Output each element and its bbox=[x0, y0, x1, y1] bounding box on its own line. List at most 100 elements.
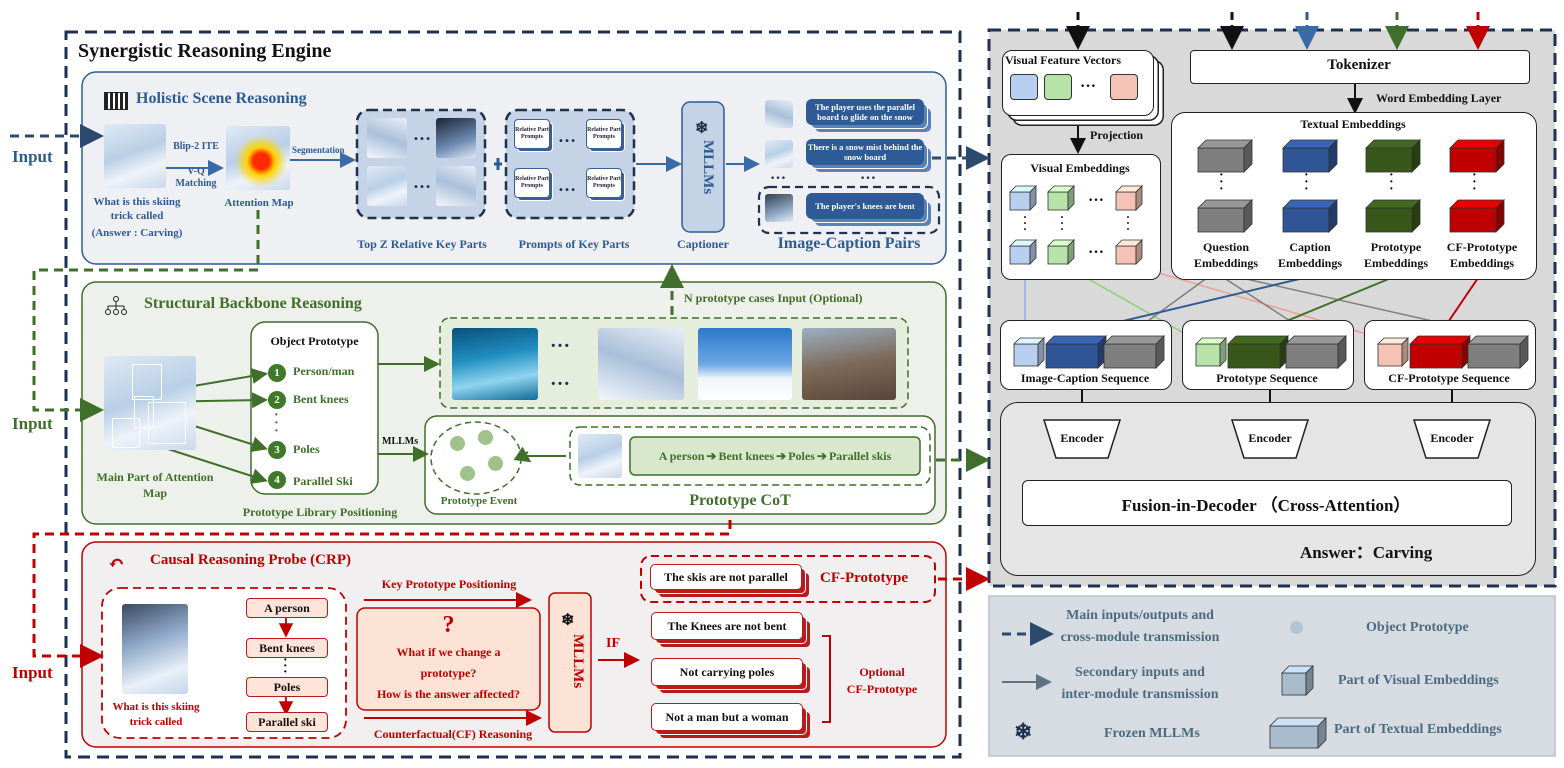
tokenizer-label: Tokenizer bbox=[1327, 57, 1391, 73]
prototype-item: Bent knees bbox=[293, 392, 349, 406]
prompts-label: Prompts of Key Parts bbox=[518, 237, 630, 251]
caption-card: The player uses the parallel board to gl… bbox=[806, 99, 924, 125]
whatif-line3: How is the answer affected? bbox=[376, 687, 521, 701]
object-prototype-dot bbox=[488, 456, 503, 471]
prototype-event-label: Prototype Event bbox=[440, 495, 518, 507]
feature-vector bbox=[1010, 74, 1038, 100]
fusion-box bbox=[1022, 480, 1512, 526]
hierarchy-icon bbox=[104, 296, 128, 316]
attention-map-image bbox=[226, 126, 290, 190]
feature-vector bbox=[1044, 74, 1072, 100]
prototype-number: 2 bbox=[268, 391, 286, 409]
map-label: Map bbox=[143, 486, 167, 500]
input-label-structural: Input bbox=[12, 414, 53, 433]
embed-label-line: Caption bbox=[1289, 240, 1331, 254]
prototype-case-image bbox=[698, 328, 792, 400]
encoder-label: Encoder bbox=[1430, 431, 1474, 445]
word-embedding-label: Word Embedding Layer bbox=[1376, 91, 1502, 105]
prompt-card: Relative Part Prompts bbox=[514, 119, 550, 149]
arrow-right-icon: ➔ bbox=[816, 448, 827, 463]
encoder-label: Encoder bbox=[1060, 431, 1104, 445]
optional-label-line1: Optional bbox=[859, 665, 905, 679]
cot-thumb bbox=[578, 434, 622, 478]
pair-thumb bbox=[765, 140, 793, 168]
causal-input-photo bbox=[122, 604, 188, 694]
prototype-item: Poles bbox=[293, 442, 320, 456]
main-part-image bbox=[104, 356, 196, 450]
legend-secondary-line2: inter-module transmission bbox=[1061, 687, 1219, 702]
attention-map-label: Attention Map bbox=[224, 197, 294, 209]
encoder-shapes bbox=[1042, 419, 1492, 459]
caption-card: The player's knees are bent bbox=[806, 193, 924, 219]
key-part-image bbox=[367, 118, 407, 158]
prototype-case-image bbox=[802, 328, 896, 400]
encoder-label: Encoder bbox=[1248, 431, 1292, 445]
ellipsis-vertical: ··· bbox=[1304, 168, 1309, 197]
legend-main-line2: cross-module transmission bbox=[1060, 630, 1220, 645]
if-label: IF bbox=[606, 636, 620, 651]
embed-label-line: CF-Prototype bbox=[1446, 240, 1518, 254]
input-label-causal: Input bbox=[12, 663, 53, 682]
answer-text: (Answer : Carving) bbox=[91, 227, 183, 239]
causal-chain-item: Parallel ski bbox=[246, 712, 328, 732]
optional-cf-card: Not a man but a woman bbox=[651, 703, 803, 731]
question-mark-icon: ? bbox=[442, 612, 455, 638]
embed-label-line: Prototype bbox=[1370, 240, 1422, 254]
prototype-item: Person/man bbox=[293, 364, 355, 378]
arrow-right-icon: ➔ bbox=[776, 448, 787, 463]
optional-cf-card: The Knees are not bent bbox=[651, 612, 803, 640]
cot-step: Parallel skis bbox=[828, 448, 892, 463]
whatif-line1: What if we change a bbox=[396, 645, 501, 659]
library-label: Prototype Library Positioning bbox=[242, 505, 398, 519]
arrow-right-icon: ➔ bbox=[706, 448, 717, 463]
frozen-icon: ❄ bbox=[695, 120, 709, 137]
ellipsis: … bbox=[1088, 188, 1104, 205]
prototype-number: 4 bbox=[268, 471, 286, 489]
holistic-title: Holistic Scene Reasoning bbox=[136, 90, 307, 107]
pair-thumb bbox=[765, 100, 793, 128]
mllms-label-structural: MLLMs bbox=[382, 436, 419, 447]
whatif-line2: prototype? bbox=[420, 666, 477, 680]
ellipsis: … bbox=[550, 330, 570, 352]
sequence-label: Prototype Sequence bbox=[1216, 371, 1318, 385]
mllms-causal: MLLMs bbox=[570, 634, 586, 689]
ellipsis: … bbox=[550, 368, 570, 390]
ellipsis-vertical: ··· bbox=[1472, 168, 1477, 197]
embed-label-line: Embeddings bbox=[1193, 256, 1259, 270]
captioner-label: Captioner bbox=[677, 237, 729, 251]
ellipsis-vertical: ··· bbox=[1126, 210, 1131, 236]
ellipsis-vertical: ··· bbox=[1219, 168, 1224, 197]
prototype-cot-label: Prototype CoT bbox=[689, 492, 791, 509]
textual-embeddings-label: Textual Embeddings bbox=[1300, 117, 1406, 131]
vq-label: V-Q bbox=[187, 166, 205, 177]
matching-label: Matching bbox=[175, 178, 217, 189]
n-prototype-label: N prototype cases Input (Optional) bbox=[684, 291, 863, 305]
ellipsis: … bbox=[860, 166, 876, 183]
optional-cf-card: Not carrying poles bbox=[651, 658, 803, 686]
prototype-case-image bbox=[452, 328, 538, 400]
embed-label-line: Embeddings bbox=[1277, 256, 1343, 270]
frozen-icon: ❄ bbox=[561, 612, 575, 629]
legend-frozen: Frozen MLLMs bbox=[1104, 726, 1200, 741]
top-z-label: Top Z Relative Key Parts bbox=[357, 237, 487, 251]
key-part-image bbox=[436, 118, 476, 158]
object-prototype-dot bbox=[1290, 621, 1303, 634]
cot-step: A person bbox=[658, 448, 705, 463]
ellipsis-vertical: ··· bbox=[1060, 210, 1065, 236]
projection-label: Projection bbox=[1090, 128, 1144, 142]
cot-step: Poles bbox=[788, 448, 815, 463]
blip-label: Blip-2 ITE bbox=[173, 141, 219, 152]
object-prototype-dot bbox=[460, 466, 475, 481]
prompt-card: Relative Part Prompts bbox=[514, 168, 550, 198]
mllms-captioner: MLLMs bbox=[700, 140, 716, 195]
cf-reasoning-label: Counterfactual(CF) Reasoning bbox=[373, 727, 533, 741]
key-part-image bbox=[367, 166, 407, 206]
prototype-item: Parallel Ski bbox=[293, 474, 353, 488]
ellipsis: … bbox=[413, 172, 431, 192]
cot-chain: A person ➔ Bent knees ➔ Poles ➔ Parallel… bbox=[630, 437, 920, 475]
ellipsis: … bbox=[770, 166, 786, 183]
undo-icon: ↶ bbox=[108, 553, 125, 575]
causal-question-line1: What is this skiing bbox=[112, 701, 200, 713]
